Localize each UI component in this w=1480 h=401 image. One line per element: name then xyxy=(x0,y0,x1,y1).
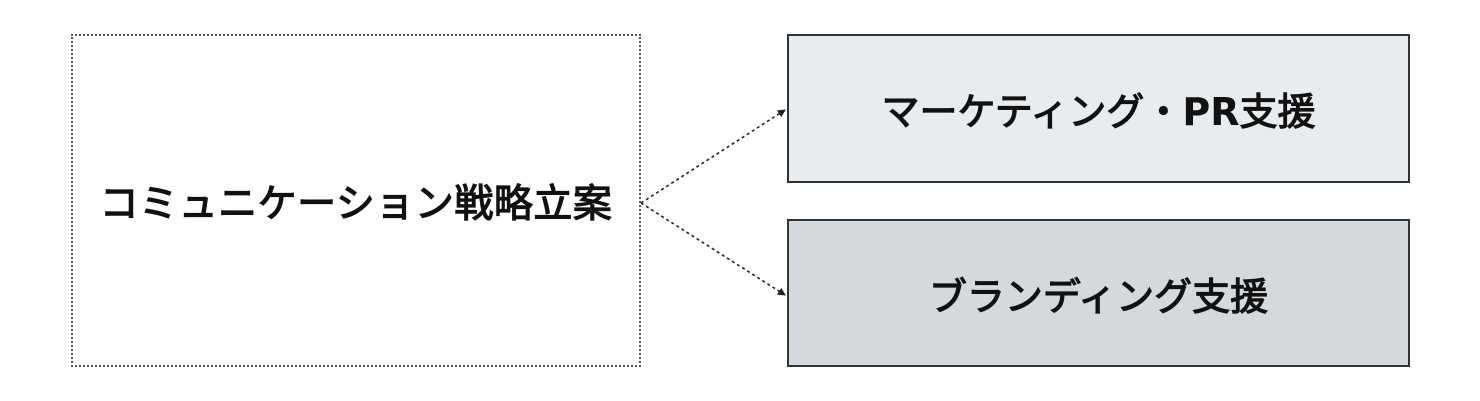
connector-arrow-to-marketing-pr xyxy=(640,109,786,204)
target-node-marketing-pr: マーケティング・PR支援 xyxy=(787,34,1410,183)
source-node-label: コミュニケーション戦略立案 xyxy=(99,181,613,227)
connector-arrow-to-branding xyxy=(640,202,786,296)
source-node-communication-strategy: コミュニケーション戦略立案 xyxy=(71,34,641,367)
target-node-label-branding: ブランディング支援 xyxy=(928,274,1269,319)
target-node-branding: ブランディング支援 xyxy=(787,219,1410,367)
target-node-label-marketing-pr: マーケティング・PR支援 xyxy=(881,90,1316,134)
